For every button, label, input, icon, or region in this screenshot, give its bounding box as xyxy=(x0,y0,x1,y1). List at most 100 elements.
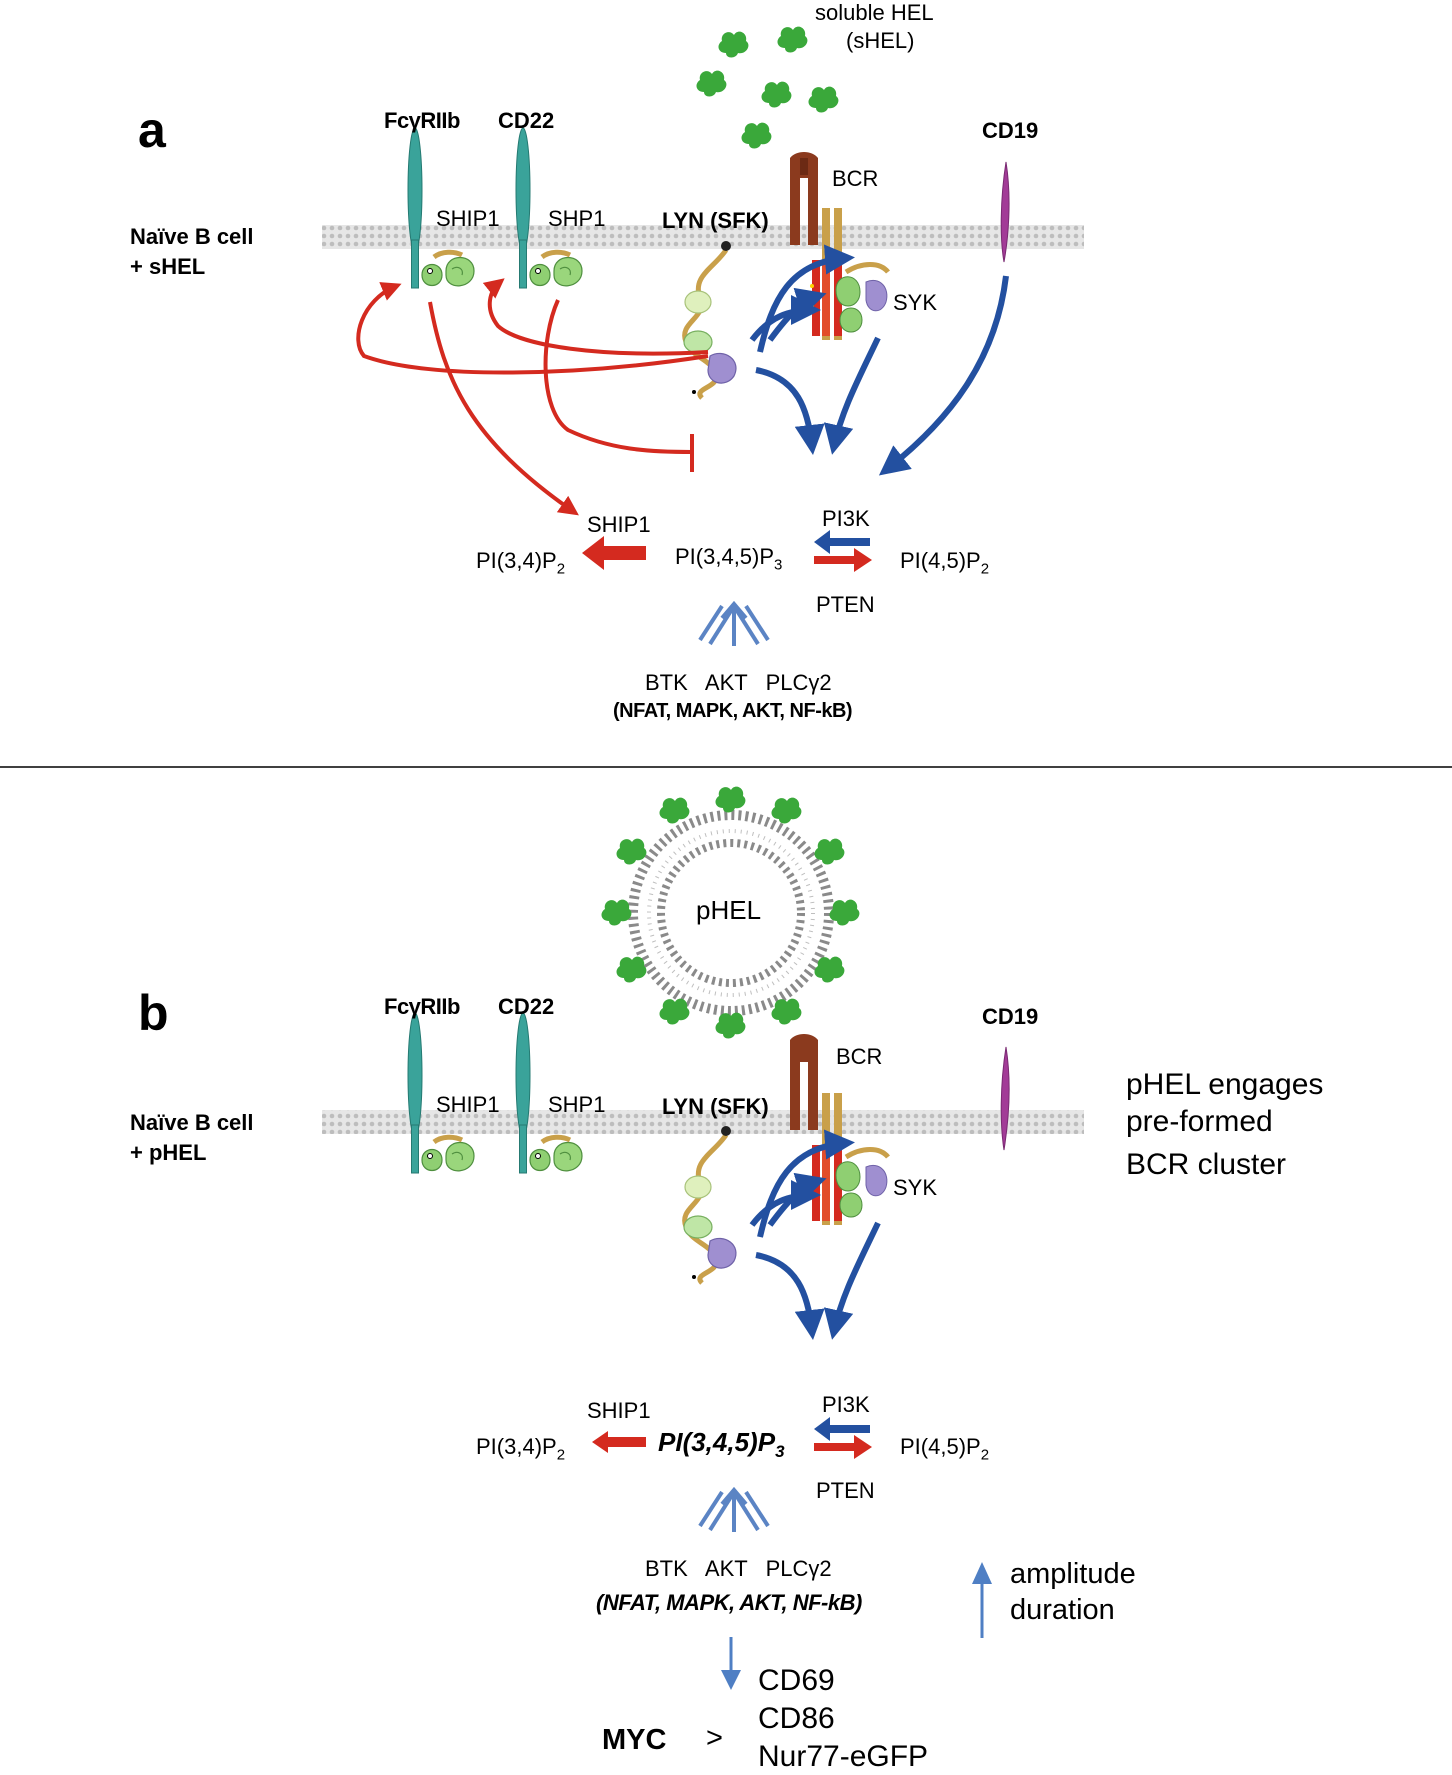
cd22-label-a: CD22 xyxy=(498,108,555,133)
activating-arrows-a xyxy=(749,244,1009,476)
myc-label: MYC xyxy=(602,1724,667,1756)
downstream-label-a: (NFAT, MAPK, AKT, NF-kB) xyxy=(613,700,853,722)
bcr-label-b: BCR xyxy=(836,1044,883,1069)
fcgr2b-receptor xyxy=(407,1012,423,1174)
lyn-label-b: LYN (SFK) xyxy=(662,1094,769,1119)
ship1-label-a: SHIP1 xyxy=(436,206,500,231)
ship1-reaction-arrow-a xyxy=(582,536,646,570)
membrane-b xyxy=(322,1110,1084,1134)
syk-label-a: SYK xyxy=(893,290,938,315)
note-line1: pHEL engages xyxy=(1126,1068,1324,1101)
cell-label-a-line1: Naïve B cell xyxy=(130,224,254,249)
pi3k-reaction-arrow-b xyxy=(814,1417,870,1441)
pi34p2-label-a: PI(3,4)P2 xyxy=(476,548,566,578)
pip3-label-a: PI(3,4,5)P3 xyxy=(675,544,783,574)
cd19-label-b: CD19 xyxy=(982,1004,1039,1029)
cd22-receptor xyxy=(515,1012,531,1174)
amplitude-up-arrow xyxy=(972,1562,992,1638)
phel-antigen xyxy=(616,956,647,983)
marker-cd69: CD69 xyxy=(758,1664,835,1697)
pip3-label-b: PI(3,4,5)P3 xyxy=(658,1427,785,1462)
pten-label-a: PTEN xyxy=(816,592,875,617)
phel-antigen xyxy=(771,998,802,1025)
phel-antigen xyxy=(715,786,746,813)
shel-molecule xyxy=(761,81,792,108)
ship1-label-b: SHIP1 xyxy=(436,1092,500,1117)
ship1-protein xyxy=(422,1137,474,1171)
shp1-protein xyxy=(530,1137,582,1171)
pi45p2-label-a: PI(4,5)P2 xyxy=(900,548,990,578)
pi45p2-label-b: PI(4,5)P2 xyxy=(900,1434,990,1464)
pi3k-label-b: PI3K xyxy=(822,1392,870,1417)
note-line2: pre-formed xyxy=(1126,1105,1273,1138)
activating-arrows-b xyxy=(749,1129,881,1340)
shel-molecule xyxy=(696,70,727,97)
panel-b-letter: b xyxy=(138,985,169,1041)
greater-than-symbol: > xyxy=(706,1722,723,1754)
ship1-reaction-arrow-b xyxy=(592,1431,646,1453)
pi3k-label-a: PI3K xyxy=(822,506,870,531)
phel-antigen xyxy=(601,899,632,926)
fcgr2b-label-b: FcγRIIb xyxy=(384,994,460,1019)
membrane-a xyxy=(322,225,1084,249)
panel-b-artwork xyxy=(322,786,1084,1690)
shp1-protein xyxy=(530,252,582,286)
cell-label-b-line1: Naïve B cell xyxy=(130,1110,254,1135)
phel-antigen xyxy=(659,797,690,824)
shp1-label-a: SHP1 xyxy=(548,206,606,231)
phel-antigen xyxy=(771,797,802,824)
bcr-heavy-chain xyxy=(790,1034,818,1130)
effectors-label-a: BTK AKT PLCγ2 xyxy=(645,670,832,695)
marker-cd86: CD86 xyxy=(758,1702,835,1735)
downstream-down-arrow xyxy=(721,1637,741,1690)
marker-nur77: Nur77-eGFP xyxy=(758,1740,929,1773)
syk-kinase xyxy=(865,280,888,312)
phel-liposome xyxy=(601,786,860,1039)
fcgr2b-label-a: FcγRIIb xyxy=(384,108,460,133)
phel-antigen xyxy=(616,838,647,865)
bcr-label-a: BCR xyxy=(832,166,879,191)
effectors-label-b: BTK AKT PLCγ2 xyxy=(645,1556,832,1581)
shel-molecule xyxy=(777,26,808,53)
shel-molecule xyxy=(808,86,839,113)
effector-fan-a xyxy=(698,600,770,646)
panel-a-letter: a xyxy=(138,102,166,158)
ship1-protein xyxy=(422,252,474,286)
ship1-enzyme-label-a: SHIP1 xyxy=(587,512,651,537)
downstream-label-b: (NFAT, MAPK, AKT, NF-kB) xyxy=(596,1590,862,1615)
cd19-label-a: CD19 xyxy=(982,118,1039,143)
legend-amplitude: amplitude xyxy=(1010,1558,1136,1590)
cd22-label-b: CD22 xyxy=(498,994,555,1019)
phel-antigen xyxy=(829,899,860,926)
lyn-label-a: LYN (SFK) xyxy=(662,208,769,233)
syk-kinase xyxy=(865,1165,888,1197)
syk-label-b: SYK xyxy=(893,1175,938,1200)
ship1-enzyme-label-b: SHIP1 xyxy=(587,1398,651,1423)
lyn-kinase-a xyxy=(684,241,736,398)
phel-label: pHEL xyxy=(696,895,762,925)
cd22-receptor xyxy=(515,127,531,289)
antigen-label-line1: soluble HEL xyxy=(815,0,934,25)
cell-label-b-line2: + pHEL xyxy=(130,1140,207,1165)
phel-antigen xyxy=(715,1012,746,1039)
shel-molecule xyxy=(718,31,749,58)
lyn-kinase-b xyxy=(684,1126,736,1283)
note-line3: BCR cluster xyxy=(1126,1148,1287,1181)
fcgr2b-receptor xyxy=(407,127,423,289)
shel-molecule xyxy=(741,122,772,149)
phel-antigen xyxy=(814,956,845,983)
panel-a-artwork xyxy=(322,26,1084,646)
pten-reaction-arrow-a xyxy=(814,548,872,572)
pten-reaction-arrow-b xyxy=(814,1435,872,1459)
pi34p2-label-b: PI(3,4)P2 xyxy=(476,1434,566,1464)
cell-label-a-line2: + sHEL xyxy=(130,254,206,279)
effector-fan-b xyxy=(698,1486,770,1532)
shp1-label-b: SHP1 xyxy=(548,1092,606,1117)
legend-duration: duration xyxy=(1010,1594,1115,1626)
pi3k-reaction-arrow-a xyxy=(814,530,870,554)
inhibitory-arrows-a xyxy=(356,278,709,516)
cd19-receptor xyxy=(1000,1046,1010,1151)
antigen-label-line2: (sHEL) xyxy=(846,28,915,53)
bcr-heavy-chain xyxy=(790,152,818,245)
